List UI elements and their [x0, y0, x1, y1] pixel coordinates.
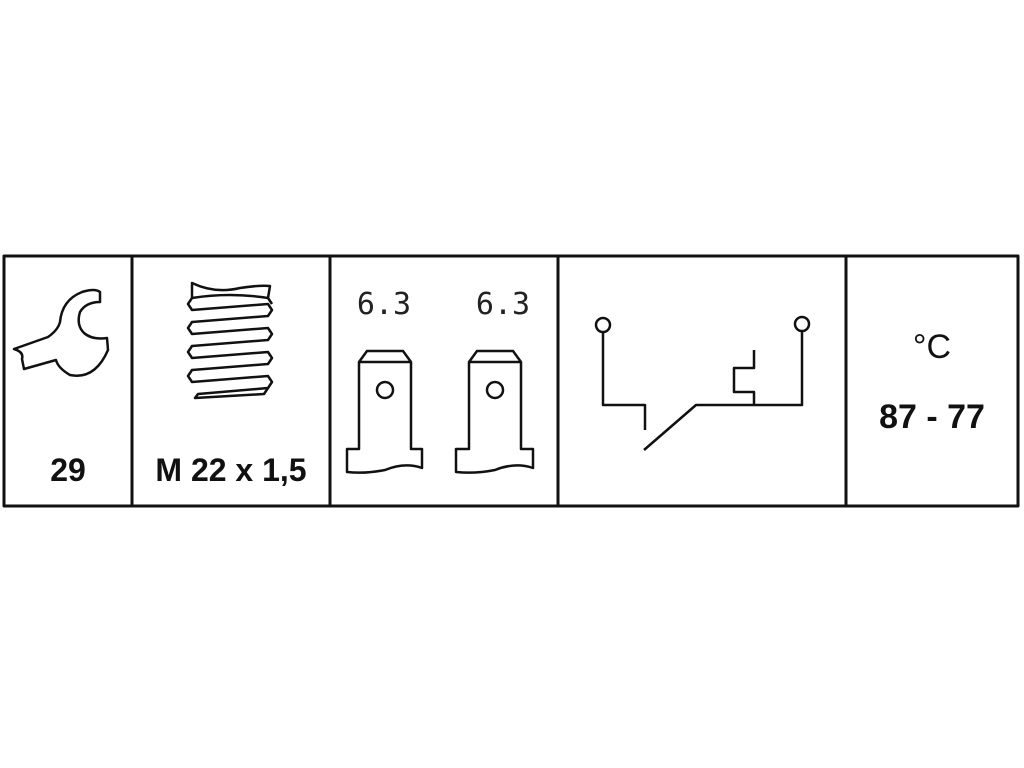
- switch-blade: [643, 331, 804, 451]
- terminal-2-size: 6.3: [476, 287, 530, 322]
- temperature-cell: °C 87 - 77: [879, 328, 985, 436]
- flat-terminal-icon: [345, 349, 424, 474]
- temperature-range: 87 - 77: [879, 398, 985, 436]
- wrench-size: 29: [50, 452, 86, 488]
- wrench-icon: [12, 288, 110, 377]
- terminal-1-size: 6.3: [357, 287, 411, 322]
- terminal-node-icon: [793, 315, 811, 333]
- bimetal-element-icon: [732, 350, 756, 405]
- flat-terminal-icon: [454, 349, 535, 474]
- temperature-unit: °C: [913, 328, 951, 366]
- table-frame: [2, 254, 1020, 508]
- thread-icon: [186, 281, 274, 400]
- thread-cell: M 22 x 1,5: [155, 281, 307, 488]
- contact-line: [601, 332, 647, 430]
- wrench-cell: 29: [12, 288, 110, 488]
- thread-spec: M 22 x 1,5: [155, 452, 306, 488]
- switch-schematic: [594, 315, 811, 451]
- terminals-cell: 6.3 6.3: [345, 287, 535, 474]
- terminal-node-icon: [594, 316, 612, 334]
